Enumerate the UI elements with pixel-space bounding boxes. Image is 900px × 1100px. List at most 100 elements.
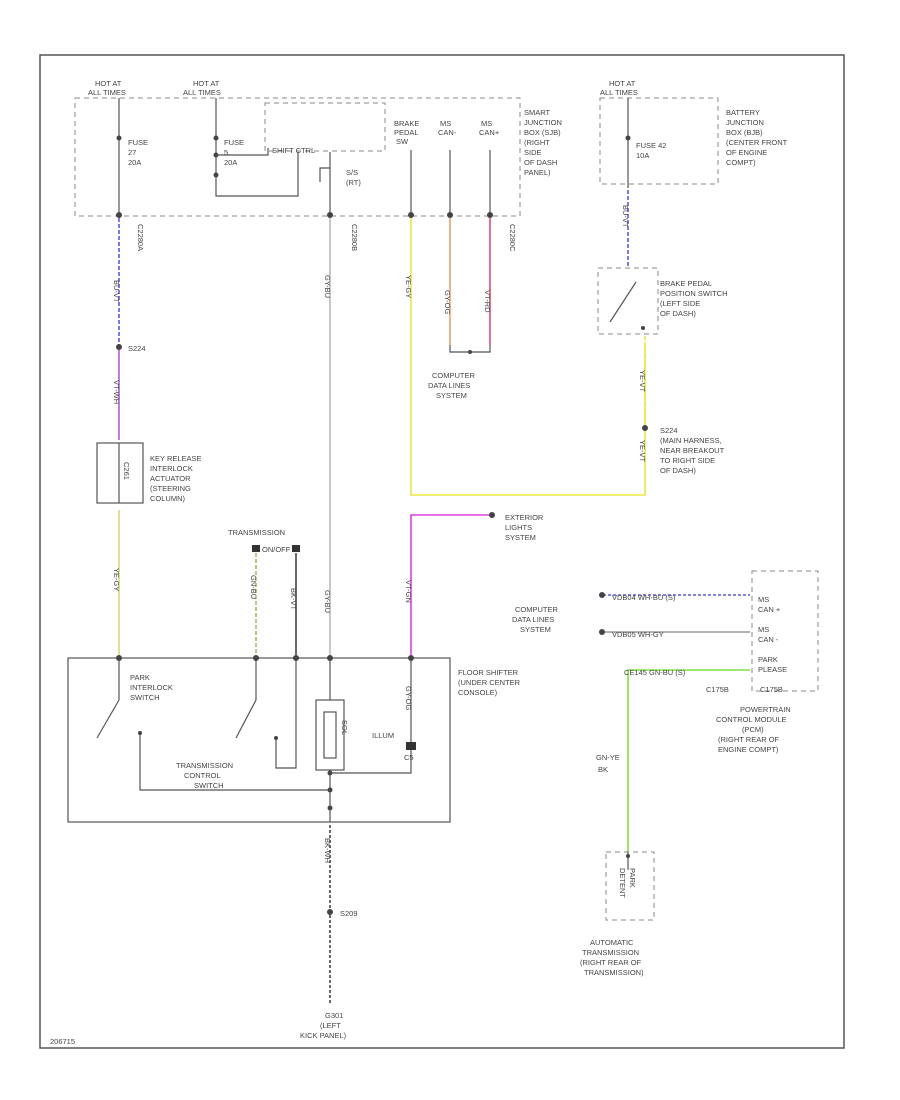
- trans-dashed-box: [605, 851, 655, 921]
- c2280a-label: C2280A: [136, 224, 145, 251]
- c2280-pin-1: [116, 212, 122, 218]
- solenoid-label: SOL: [340, 720, 349, 735]
- c2280-pin-5: [487, 212, 493, 218]
- c2280-pin-4: [447, 212, 453, 218]
- illum-return: [330, 750, 412, 774]
- s209-label: S209: [340, 909, 358, 918]
- fuse2-return: [215, 152, 299, 197]
- fuse2-node-top: [213, 135, 219, 141]
- floor-shifter-box: [67, 657, 451, 823]
- illum-body: [406, 742, 416, 750]
- wire-label-w14: VT-GN: [404, 580, 413, 603]
- wire-label-w10: VT-RD: [483, 290, 492, 313]
- shifter-pin-5: [408, 655, 414, 661]
- wire-label-w15: BK-WH: [323, 838, 332, 863]
- pcm-dashed-box: [751, 570, 819, 692]
- solenoid-core: [323, 711, 337, 759]
- common-node-3: [327, 805, 333, 811]
- common-node-2: [327, 787, 333, 793]
- c2280-pin-2: [327, 212, 333, 218]
- wire-label-w8: YE-GY: [404, 275, 413, 298]
- wire-label-w5: GN-BU: [249, 575, 258, 599]
- wire-label-w3: VT-WH: [112, 380, 121, 404]
- relay-output: [319, 152, 331, 182]
- transmission-label: TRANSMISSION: [228, 528, 285, 537]
- fuse2-to-relay: [216, 148, 269, 156]
- tcs-arm: [235, 699, 257, 739]
- key-release-body: [96, 442, 144, 504]
- fuse2-node-bot: [213, 172, 219, 178]
- c2280c-label: C2280C: [508, 224, 517, 252]
- key-release-code: C261: [122, 462, 131, 480]
- relay-label: SHIFT CTRL: [272, 146, 315, 155]
- wire-pink: [410, 514, 490, 655]
- diagram-frame: [39, 54, 845, 1049]
- illum-label: ILLUM: [372, 731, 394, 740]
- park-switch-contact: [138, 731, 142, 735]
- shifter-pin-3: [293, 655, 299, 661]
- wire-label-w17: GY-OG: [404, 686, 413, 710]
- wire-label-w6: BK-VT: [289, 588, 298, 611]
- tcs-return: [275, 661, 297, 769]
- wire-label-w4: YE-GY: [112, 568, 121, 591]
- tcs-button-2: [292, 545, 300, 552]
- park-switch-arm: [96, 699, 120, 739]
- pcm-c2-label: C175B: [760, 685, 783, 694]
- tcs-label: ON/OFF: [262, 545, 291, 554]
- wire-label-w2: BU-VT: [621, 205, 630, 228]
- tcs-contact: [274, 736, 278, 740]
- brake-switch-arm: [609, 281, 637, 323]
- fuse1-node: [116, 135, 122, 141]
- wire-label-w9: GY-OG: [443, 290, 452, 314]
- shifter-pin-1: [116, 655, 122, 661]
- pcm-wire1-label: VDB04 WH-BU (S): [612, 593, 676, 602]
- illum-code: C5: [404, 753, 414, 762]
- pcm-wire2-label: VDB05 WH-GY: [612, 630, 664, 639]
- data-links2-node-1: [599, 592, 605, 598]
- tcs-button: [252, 545, 260, 552]
- wire-label-w7: GY-BU: [323, 275, 332, 298]
- c2280-pin-3: [408, 212, 414, 218]
- solenoid-body: [315, 699, 345, 771]
- relay-output-label: S/S(RT): [346, 168, 361, 187]
- s224-label: S224: [128, 344, 146, 353]
- pcm-c1-label: C175B: [706, 685, 729, 694]
- brake-switch-box: [597, 267, 659, 335]
- s209-splice: [327, 909, 333, 915]
- s224b-splice: [642, 425, 648, 431]
- wire-label-w16: GY-BU: [323, 590, 332, 613]
- s224-splice: [116, 344, 122, 350]
- pcm-wire-green: [627, 669, 750, 852]
- diagram-id: 206715: [50, 1037, 75, 1046]
- bjb-dashed-box: [599, 97, 719, 185]
- fuse3-node: [625, 135, 631, 141]
- data-links2-node-2: [599, 629, 605, 635]
- exterior-lights-node: [489, 512, 495, 518]
- data-lines-node: [468, 350, 472, 354]
- pcm-wire3-label: CE145 GN-BU (S): [624, 668, 686, 677]
